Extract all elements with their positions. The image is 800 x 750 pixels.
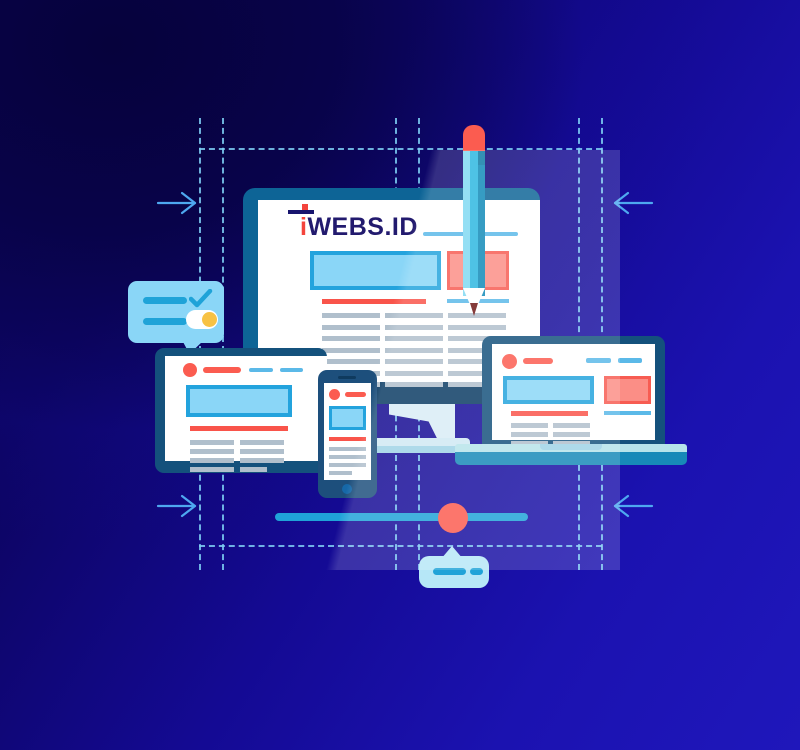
logo-text: WEBS.ID	[307, 213, 418, 241]
tablet-section-rule	[190, 426, 288, 431]
placeholder-text-line	[448, 336, 506, 341]
logo-letter-i: i	[300, 204, 308, 241]
laptop-section-rule	[511, 411, 588, 416]
laptop-media-tile	[604, 376, 651, 404]
pencil-lead	[470, 303, 478, 316]
guide-line-horizontal	[199, 545, 602, 547]
toggle-knob[interactable]	[202, 312, 217, 327]
tablet-nav-link[interactable]	[280, 368, 303, 372]
placeholder-text-line	[553, 441, 590, 446]
arrow-right-bottom-icon	[156, 493, 198, 519]
tablet-avatar	[183, 363, 197, 377]
pencil-eraser	[463, 125, 485, 151]
range-slider-track[interactable]	[275, 513, 528, 521]
placeholder-text-line	[448, 382, 484, 387]
range-slider-handle[interactable]	[438, 503, 468, 533]
laptop-title-bar	[523, 358, 553, 364]
tooltip-line	[433, 568, 466, 575]
phone-section-rule	[329, 437, 366, 441]
placeholder-text-line	[190, 467, 234, 472]
monitor-section-rule	[322, 299, 426, 304]
placeholder-text-line	[385, 370, 443, 376]
pencil-ferrule	[478, 143, 485, 165]
placeholder-text-line	[385, 347, 443, 353]
settings-bubble-line	[143, 297, 187, 304]
laptop-sidebar-rule	[604, 411, 651, 415]
placeholder-text-line	[240, 440, 284, 445]
laptop-base-shadow	[455, 452, 687, 465]
placeholder-text-line	[190, 440, 234, 445]
laptop-avatar	[502, 354, 517, 369]
tooltip-line	[470, 568, 483, 575]
phone-hero-block	[329, 406, 366, 430]
placeholder-text-line	[553, 432, 590, 437]
laptop-hero-block	[503, 376, 594, 404]
placeholder-text-line	[329, 471, 352, 475]
placeholder-text-line	[329, 455, 366, 459]
monitor-base-shadow	[372, 446, 470, 453]
phone-title-bar	[345, 392, 366, 397]
placeholder-text-line	[240, 449, 284, 454]
laptop-nav-link[interactable]	[618, 358, 642, 363]
placeholder-text-line	[322, 336, 380, 341]
laptop-base-notch	[540, 444, 602, 450]
placeholder-text-line	[385, 313, 443, 318]
placeholder-text-line	[385, 359, 443, 364]
pencil-body-highlight	[463, 143, 470, 296]
laptop-nav-link[interactable]	[586, 358, 611, 363]
phone-speaker	[338, 376, 356, 379]
phone-avatar	[329, 389, 340, 400]
arrow-left-top-icon	[612, 190, 654, 216]
tablet-hero-block	[186, 385, 292, 417]
placeholder-text-line	[329, 463, 366, 467]
guide-line-horizontal	[199, 148, 602, 150]
monitor-nav-link[interactable]	[478, 232, 518, 236]
placeholder-text-line	[511, 432, 548, 437]
placeholder-text-line	[448, 347, 506, 353]
placeholder-text-line	[448, 370, 506, 376]
check-icon	[188, 288, 213, 314]
placeholder-text-line	[329, 447, 366, 451]
monitor-hero-block	[310, 251, 441, 290]
placeholder-text-line	[385, 324, 443, 330]
monitor-nav-link[interactable]	[423, 232, 465, 236]
monitor-logo-rule	[288, 210, 314, 214]
tablet-nav-link[interactable]	[249, 368, 273, 372]
placeholder-text-line	[240, 458, 284, 463]
arrow-left-bottom-icon	[612, 493, 654, 519]
arrow-right-top-icon	[156, 190, 198, 216]
placeholder-text-line	[511, 423, 548, 428]
logo-dot	[302, 204, 308, 210]
placeholder-text-line	[448, 313, 506, 318]
placeholder-text-line	[385, 382, 443, 387]
placeholder-text-line	[322, 347, 380, 353]
placeholder-text-line	[322, 324, 380, 330]
placeholder-text-line	[553, 423, 590, 428]
placeholder-text-line	[385, 336, 443, 341]
placeholder-text-line	[240, 467, 268, 472]
phone-home-button[interactable]	[342, 484, 352, 494]
placeholder-text-line	[322, 313, 380, 318]
placeholder-text-line	[448, 324, 506, 330]
guide-line-vertical	[199, 118, 201, 570]
placeholder-text-line	[190, 449, 234, 454]
placeholder-text-line	[322, 359, 380, 364]
tablet-title-bar	[203, 367, 241, 373]
placeholder-text-line	[511, 441, 548, 446]
placeholder-text-line	[448, 359, 506, 364]
settings-bubble-line	[143, 318, 187, 325]
pencil-body-shadow	[478, 143, 485, 296]
guide-line-vertical	[222, 118, 224, 570]
placeholder-text-line	[190, 458, 234, 463]
